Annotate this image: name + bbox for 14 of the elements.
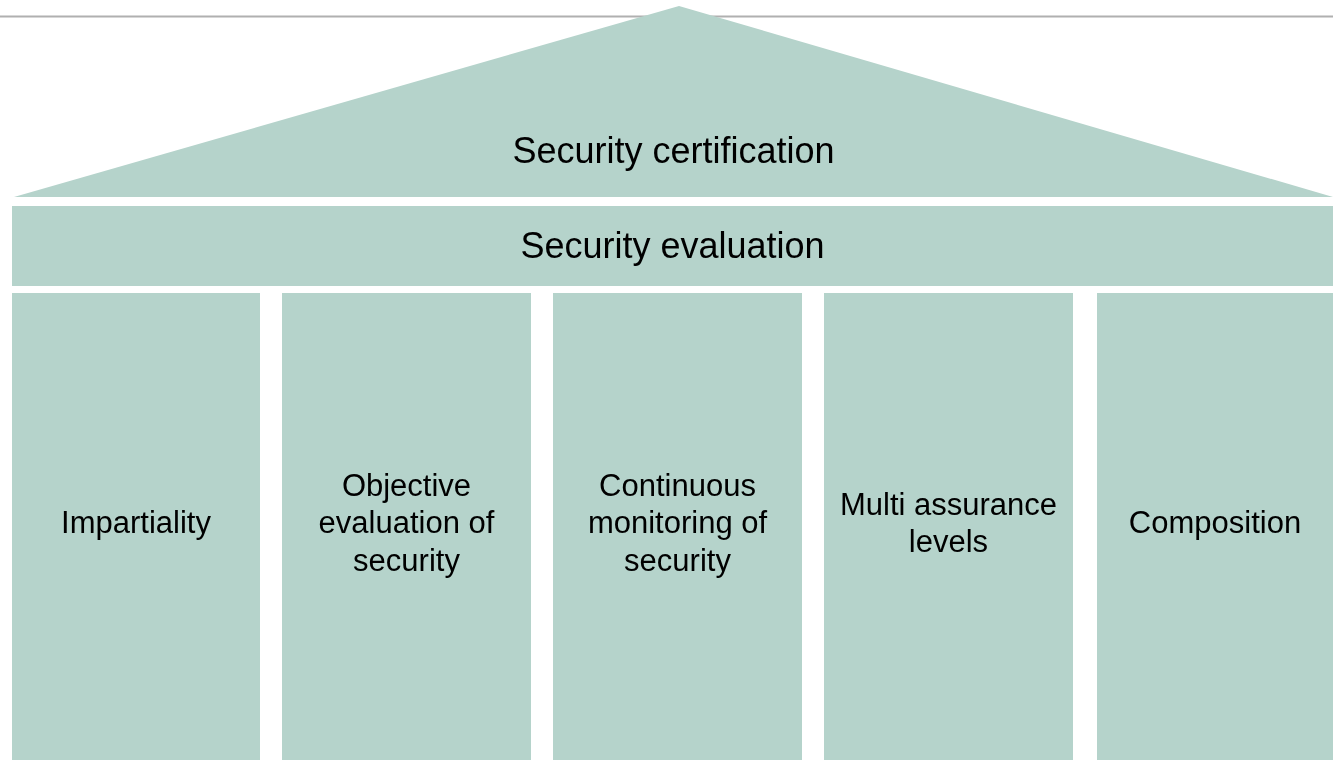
beam-label: Security evaluation bbox=[519, 224, 826, 268]
pillar bbox=[553, 293, 802, 760]
pillar bbox=[824, 293, 1073, 760]
pillar bbox=[1097, 293, 1333, 760]
beam-band bbox=[12, 206, 1333, 286]
pillar bbox=[282, 293, 531, 760]
roof-triangle bbox=[14, 6, 1333, 197]
pillar bbox=[12, 293, 260, 760]
pillar-label: Multi assurance levels bbox=[838, 485, 1059, 561]
pillar-label: Composition bbox=[1127, 504, 1303, 542]
pillar-label: Impartiality bbox=[60, 504, 212, 542]
pillar-label: Continuous monitoring of security bbox=[586, 467, 769, 579]
pillar-label: Objective evaluation of security bbox=[317, 467, 496, 579]
roof-label: Security certification bbox=[511, 130, 836, 172]
